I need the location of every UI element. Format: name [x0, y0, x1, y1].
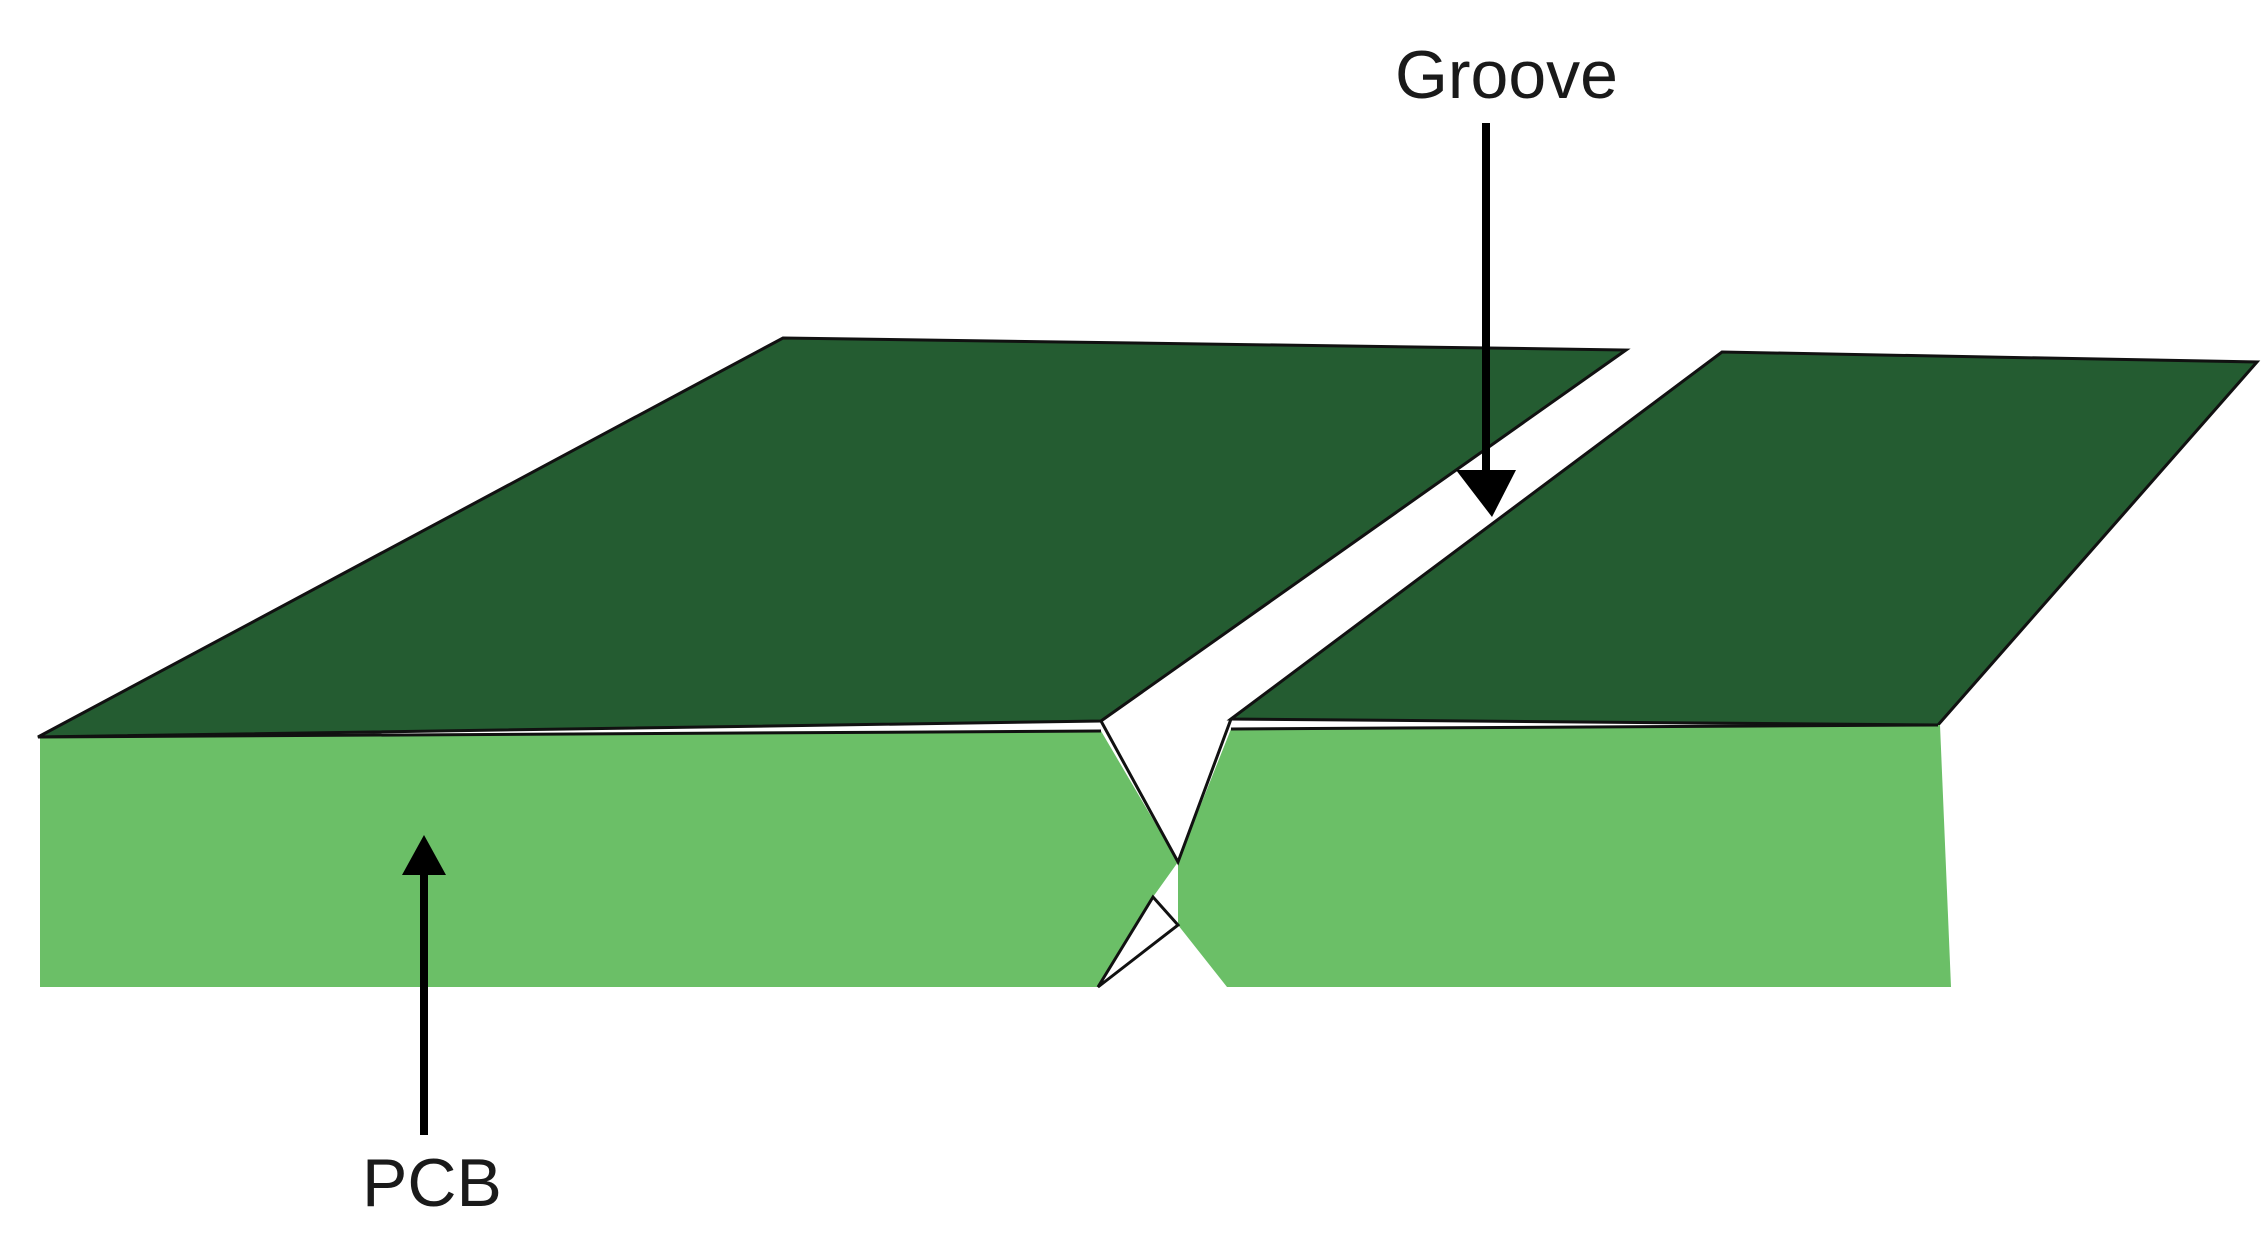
pcb-label: PCB: [362, 1145, 502, 1221]
groove-arrow-head: [1456, 470, 1516, 517]
groove-upper-v-outline: [1099, 718, 1233, 866]
groove-label: Groove: [1395, 37, 1618, 113]
right-panel-top-face: [1226, 350, 2261, 727]
left-panel-side-face: [40, 731, 1178, 987]
groove-arrow: [1456, 123, 1516, 517]
groove-lower-notch: [1096, 894, 1181, 989]
pcb-arrow-head: [402, 835, 446, 875]
left-panel-top-edge: [37, 729, 1102, 739]
right-panel-top-edge: [1230, 723, 1939, 731]
right-panel-side-face: [1178, 725, 1951, 987]
left-panel-top-face: [37, 336, 1631, 739]
right-board-panel: [1178, 350, 2261, 987]
left-board-panel: [37, 336, 1631, 987]
pcb-arrow: [402, 835, 446, 1135]
v-groove-cut: [37, 718, 1939, 989]
